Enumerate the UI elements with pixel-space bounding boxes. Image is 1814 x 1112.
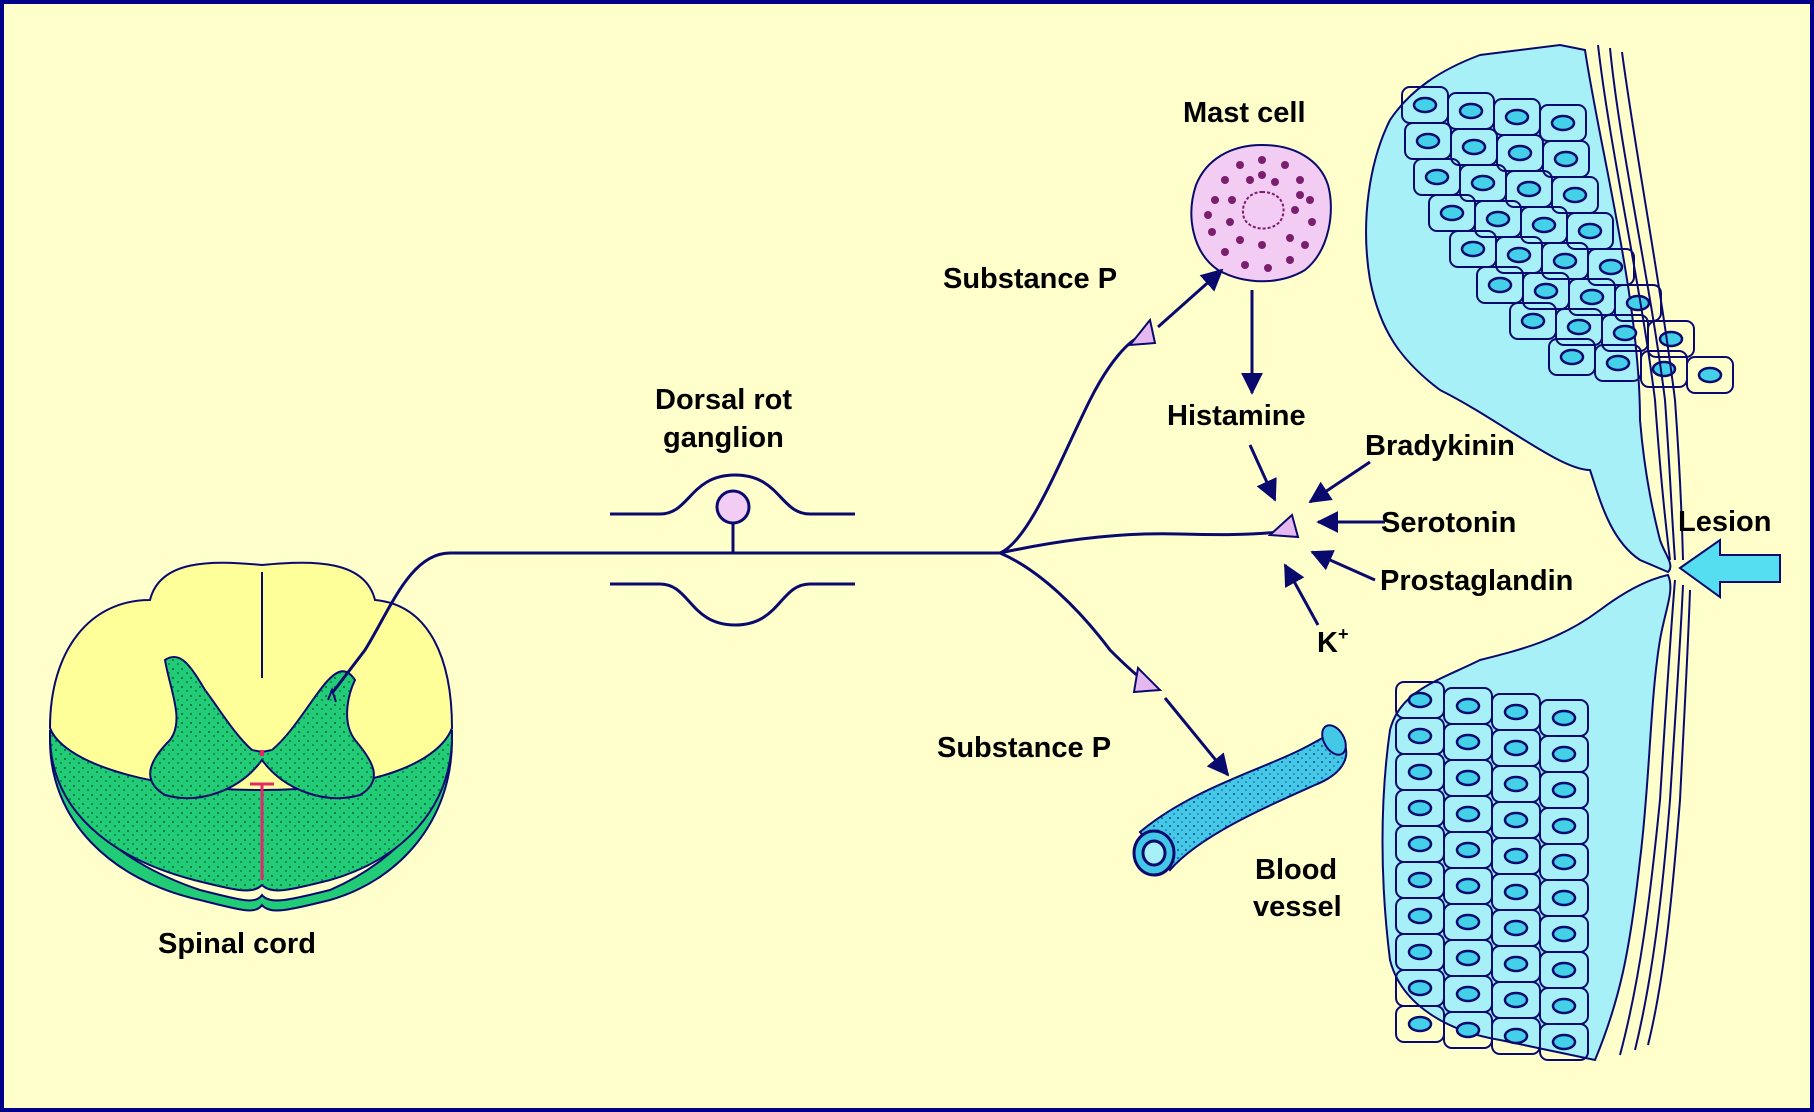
epithelium-upper xyxy=(1366,45,1733,572)
arrow-substance-p-to-vessel xyxy=(1165,698,1228,775)
substance-p-bottom-label: Substance P xyxy=(937,732,1111,764)
arrow-potassium xyxy=(1285,565,1318,625)
histamine-label: Histamine xyxy=(1167,400,1306,432)
substance-p-top-label: Substance P xyxy=(943,263,1117,295)
arrow-substance-p-to-mast-cell xyxy=(1158,270,1222,327)
mast-cell xyxy=(1191,145,1330,281)
nerve-terminal-middle xyxy=(1270,515,1298,537)
lesion-arrow xyxy=(1680,540,1780,597)
mediator-arrows xyxy=(1158,270,1385,775)
arrow-prostaglandin xyxy=(1312,552,1375,580)
drg-label-line2: ganglion xyxy=(663,422,784,454)
blood-vessel xyxy=(1134,721,1351,875)
arrow-histamine xyxy=(1250,445,1275,500)
bradykinin-label: Bradykinin xyxy=(1365,430,1515,462)
blood-vessel-label-line2: vessel xyxy=(1253,891,1342,923)
epithelium-lower xyxy=(1383,575,1691,1060)
nerve-terminal-top xyxy=(1130,320,1155,345)
potassium-label: K+ xyxy=(1317,624,1348,659)
drg-label-line1: Dorsal rot xyxy=(655,384,792,416)
blood-vessel-label-line1: Blood xyxy=(1255,854,1337,886)
lesion-label: Lesion xyxy=(1678,506,1771,538)
prostaglandin-label: Prostaglandin xyxy=(1380,565,1573,597)
spinal-cord-label: Spinal cord xyxy=(158,928,316,960)
serotonin-label: Serotonin xyxy=(1381,507,1516,539)
mast-cell-label: Mast cell xyxy=(1183,97,1306,129)
arrow-bradykinin xyxy=(1310,462,1370,502)
spinal-cord xyxy=(50,563,452,911)
dorsal-root-ganglion xyxy=(610,475,855,625)
nerve-terminal-bottom xyxy=(1134,668,1160,692)
